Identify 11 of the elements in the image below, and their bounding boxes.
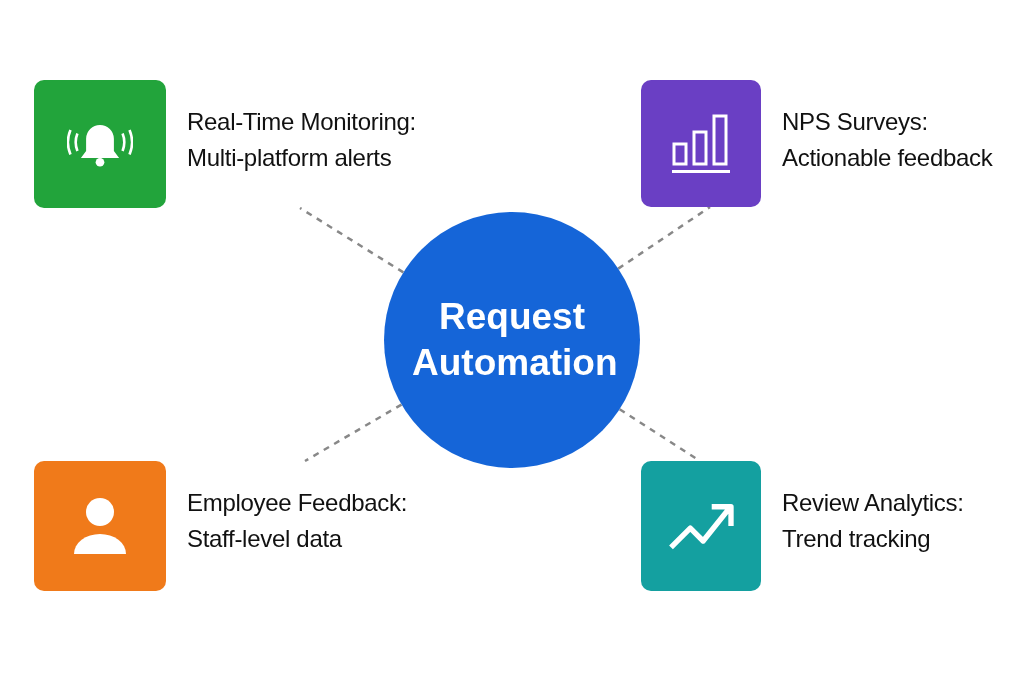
feature-description: Multi-platform alerts bbox=[187, 144, 392, 172]
feature-title: Real-Time Monitoring: bbox=[187, 108, 416, 136]
feature-description: Trend tracking bbox=[782, 525, 931, 553]
feature-title: NPS Surveys: bbox=[782, 108, 928, 136]
dashed-connector bbox=[304, 403, 403, 463]
feature-title: Review Analytics: bbox=[782, 489, 964, 517]
feature-title: Employee Feedback: bbox=[187, 489, 408, 517]
dashed-connector bbox=[617, 205, 711, 270]
feature-description: Actionable feedback bbox=[782, 144, 993, 172]
feature-description: Staff-level data bbox=[187, 525, 342, 553]
dashed-connector bbox=[299, 206, 404, 274]
